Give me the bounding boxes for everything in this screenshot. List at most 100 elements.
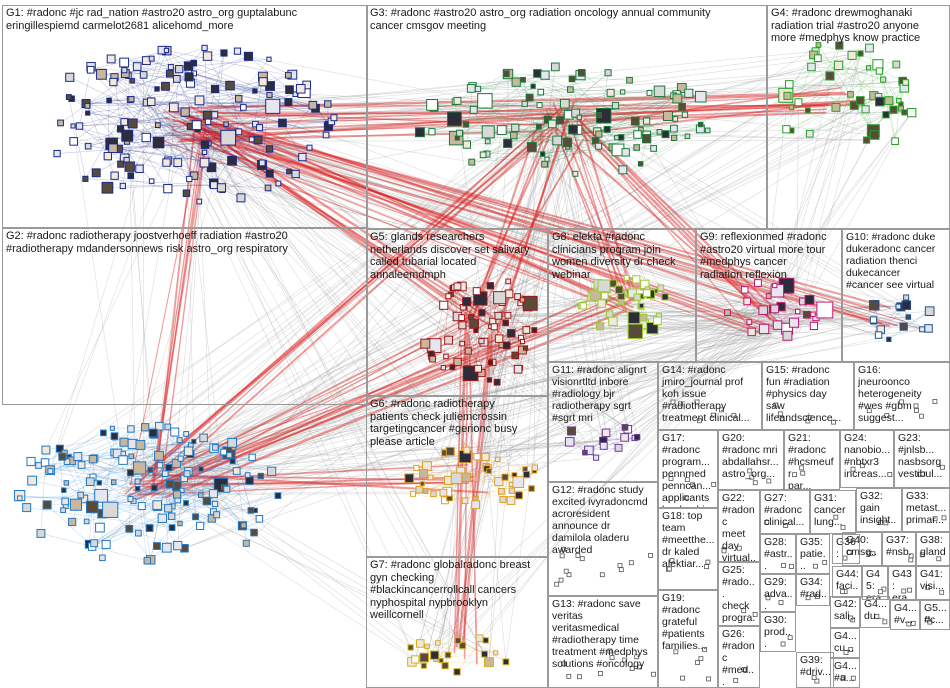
edge (476, 341, 597, 458)
edge (786, 107, 837, 130)
edge (137, 111, 580, 482)
node-avatar (439, 300, 449, 310)
node-avatar (833, 514, 839, 520)
node-avatar (324, 100, 332, 108)
node-avatar (606, 88, 615, 97)
node-avatar (330, 114, 338, 122)
edge-red (149, 343, 498, 490)
edge (471, 111, 589, 163)
node-avatar (656, 128, 663, 135)
edge-red (183, 113, 878, 312)
node-avatar (486, 377, 493, 383)
edge (425, 452, 446, 492)
edge (32, 480, 102, 497)
node-avatar (292, 91, 299, 97)
edge (124, 75, 831, 492)
node-avatar (694, 90, 707, 103)
node-avatar (128, 96, 135, 103)
node-avatar (101, 540, 111, 550)
group-label-g31: G31: cancer lung... (814, 492, 846, 528)
node-avatar (453, 357, 462, 367)
edge (130, 65, 189, 176)
node-avatar (210, 84, 220, 94)
node-avatar (874, 614, 880, 619)
edge (172, 441, 570, 494)
node-avatar (184, 72, 194, 82)
edge (423, 315, 774, 666)
node-avatar (752, 612, 758, 617)
edge (150, 431, 176, 560)
edge (191, 115, 764, 311)
group-box-g19: G19: #radonc grateful #patients families… (658, 590, 718, 688)
edge (621, 295, 786, 333)
node-avatar (444, 335, 454, 345)
node-avatar (502, 319, 509, 327)
edge (140, 304, 907, 468)
node-avatar (882, 619, 888, 625)
edge-red (151, 343, 478, 498)
group-label-g48: G4... #v... (894, 602, 917, 626)
node-avatar (907, 107, 917, 118)
edge (232, 337, 766, 444)
edge (540, 107, 602, 304)
node-avatar (814, 54, 822, 63)
edge-red (583, 108, 828, 121)
edge-red (580, 126, 771, 320)
edge (190, 70, 880, 128)
node-avatar (880, 76, 887, 83)
node-avatar (453, 96, 462, 105)
node-avatar (507, 329, 516, 338)
edge (157, 122, 283, 126)
node-avatar (680, 675, 685, 681)
edge (138, 480, 250, 534)
edge (500, 316, 909, 331)
node-avatar (469, 105, 478, 114)
edge-red (188, 105, 641, 316)
edge-layer (19, 44, 930, 673)
node-avatar (125, 524, 134, 533)
node-avatar (582, 449, 588, 456)
node-avatar (892, 60, 901, 69)
node-avatar (924, 616, 930, 622)
node-avatar (706, 676, 711, 682)
node-avatar (579, 556, 585, 562)
group-box-g12: G12: #radonc study excited ivyradoncmd a… (548, 482, 658, 596)
edge (91, 332, 456, 547)
node-avatar (148, 178, 155, 184)
edge (488, 300, 793, 472)
edge (456, 316, 751, 479)
edge (423, 310, 787, 658)
node-avatar (519, 338, 526, 345)
node-avatar (73, 452, 83, 461)
node-avatar (127, 118, 138, 129)
node-avatar (17, 495, 23, 501)
node-avatar (526, 142, 537, 152)
group-box-g25: G25: #rado... check progra... (718, 562, 760, 626)
node-avatar (502, 341, 511, 350)
edge-red (494, 119, 568, 341)
node-avatar (481, 452, 490, 462)
node-avatar (788, 317, 800, 328)
edge (478, 338, 638, 438)
edge (798, 67, 869, 103)
edge (125, 339, 889, 470)
node-avatar (204, 118, 212, 125)
group-box-g37: G37: #nsb... (882, 532, 916, 566)
node-avatar (426, 99, 438, 111)
node-avatar (552, 135, 563, 146)
node-avatar (566, 673, 572, 679)
edge (444, 309, 776, 501)
node-avatar (813, 563, 818, 569)
node-avatar (601, 428, 611, 438)
node-avatar (157, 513, 168, 523)
edge (150, 129, 787, 499)
edge (167, 123, 493, 363)
edge (470, 130, 503, 311)
edge (248, 56, 290, 90)
edge (201, 113, 458, 480)
edge (473, 323, 498, 383)
edge (92, 118, 565, 478)
edge-red (463, 332, 469, 660)
edge-red (182, 120, 634, 309)
node-avatar (250, 528, 258, 537)
